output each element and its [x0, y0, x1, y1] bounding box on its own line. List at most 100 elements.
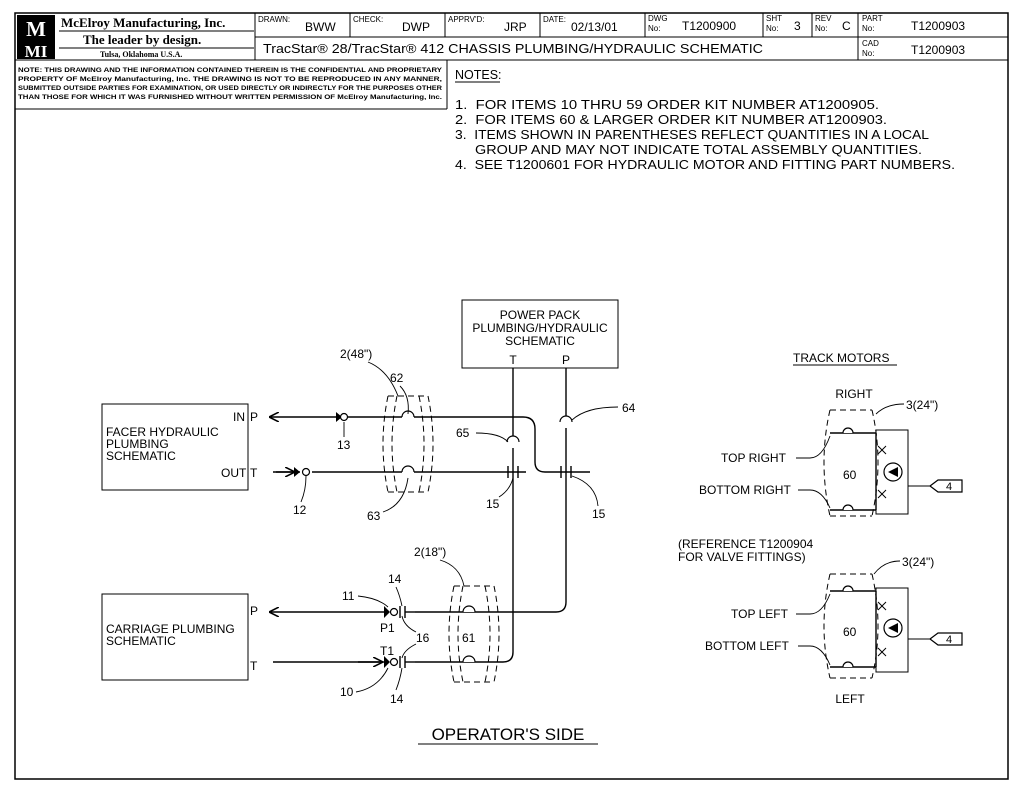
carriage-p-label: P [250, 604, 258, 618]
tank-return-line [415, 368, 514, 663]
check-value: DWP [402, 20, 430, 34]
ref-flag-4b-label: 4 [946, 634, 952, 646]
carriage-label-1: CARRIAGE PLUMBING [106, 622, 235, 636]
top-left-label: TOP LEFT [731, 607, 789, 621]
operators-side-caption: OPERATOR'S SIDE [432, 725, 585, 744]
cad-label-1: CAD [862, 39, 879, 48]
callout-14b: 14 [390, 692, 404, 706]
note-line-3: 3. ITEMS SHOWN IN PARENTHESES REFLECT QU… [455, 128, 929, 142]
bottom-left-label: BOTTOM LEFT [705, 639, 789, 653]
left-label: LEFT [835, 692, 865, 706]
power-pack-label-3: SCHEMATIC [505, 334, 575, 348]
facer-out-label: OUT [221, 466, 247, 480]
callout-60a: 60 [843, 468, 857, 482]
facer-in-label: IN [233, 410, 245, 424]
power-pack-box: POWER PACK PLUMBING/HYDRAULIC SCHEMATIC … [461, 299, 619, 369]
callout-16: 16 [416, 631, 430, 645]
power-pack-port-t: T [509, 353, 517, 367]
callout-12: 12 [293, 503, 307, 517]
callout-64: 64 [622, 401, 636, 415]
part-label-1: PART [862, 14, 883, 23]
drawing-title: TracStar® 28/TracStar® 412 CHASSIS PLUMB… [263, 42, 763, 56]
right-label: RIGHT [835, 387, 873, 401]
ref-flag-4a-label: 4 [946, 481, 952, 493]
check-label: CHECK: [353, 15, 383, 24]
callout-63: 63 [367, 509, 381, 523]
callouts-left: 2(48") 62 13 12 63 65 64 15 15 2(18") 14… [293, 347, 636, 706]
coupler-13-icon [336, 412, 349, 422]
registered-mark: ® [19, 51, 25, 60]
union-ticks [399, 466, 572, 668]
hose-crossovers [401, 410, 573, 663]
part-label-2: No: [862, 24, 874, 33]
note-line-1: 1. FOR ITEMS 10 THRU 59 ORDER KIT NUMBER… [455, 98, 879, 112]
date-value: 02/13/01 [571, 20, 618, 34]
rev-value: C [842, 19, 851, 33]
sheet-border [14, 12, 1009, 780]
callout-65: 65 [456, 426, 470, 440]
sht-label-1: SHT [766, 14, 782, 23]
drawn-value: BWW [305, 20, 336, 34]
cad-label-2: No: [862, 49, 874, 58]
drawn-label: DRAWN: [258, 15, 290, 24]
coupler-11-icon [384, 606, 399, 618]
right-motor-group: 4 60 [823, 409, 963, 517]
dwg-value: T1200900 [682, 19, 736, 33]
note-line-2: 2. FOR ITEMS 60 & LARGER ORDER KIT NUMBE… [455, 113, 887, 127]
apprvd-label: APPRV'D: [448, 15, 485, 24]
reference-line-2: FOR VALVE FITTINGS) [678, 550, 806, 564]
sht-label-2: No: [766, 24, 778, 33]
confidential-line-4: THAN THOSE FOR WHICH IT WAS FURNISHED WI… [18, 94, 442, 101]
power-pack-label-1: POWER PACK [500, 308, 580, 322]
carriage-label-2: SCHEMATIC [106, 634, 176, 648]
callout-13: 13 [337, 438, 351, 452]
note-line-5: 4. SEE T1200601 FOR HYDRAULIC MOTOR AND … [455, 158, 955, 172]
dwg-label-2: No: [648, 24, 660, 33]
top-right-label: TOP RIGHT [721, 451, 787, 465]
callout-61: 61 [462, 631, 476, 645]
callout-qty-24b: 3(24") [902, 555, 934, 569]
rev-label-1: REV [815, 14, 832, 23]
callout-11: 11 [342, 589, 355, 603]
confidential-line-2: PROPERTY OF McElroy Manufacturing, Inc. … [18, 76, 442, 83]
callout-t1: T1 [380, 644, 394, 658]
hose-bundle-18 [448, 585, 500, 683]
reference-line-1: (REFERENCE T1200904 [678, 537, 813, 551]
sht-value: 3 [794, 19, 801, 33]
rev-label-2: No: [815, 24, 827, 33]
carriage-schematic-box: CARRIAGE PLUMBING SCHEMATIC P T [101, 593, 258, 681]
facer-label-3: SCHEMATIC [106, 449, 176, 463]
power-pack-port-p: P [562, 353, 570, 367]
callout-qty-18: 2(18") [414, 545, 446, 559]
callout-15a: 15 [486, 497, 500, 511]
callout-60b: 60 [843, 625, 857, 639]
company-tagline: The leader by design. [83, 32, 201, 47]
coupler-12-icon [276, 467, 311, 477]
callout-14a: 14 [388, 572, 402, 586]
notes: NOTES: 1. FOR ITEMS 10 THRU 59 ORDER KIT… [455, 68, 955, 172]
date-label: DATE: [543, 15, 566, 24]
ref-flag-4b [929, 632, 963, 646]
cad-value: T1200903 [911, 43, 965, 57]
dwg-label-1: DWG [648, 14, 668, 23]
right-motor-housing [875, 429, 909, 515]
callout-15b: 15 [592, 507, 606, 521]
track-motors-section: TRACK MOTORS RIGHT 3(24") [793, 351, 938, 415]
apprvd-value: JRP [504, 20, 527, 34]
facer-schematic-box: FACER HYDRAULIC PLUMBING SCHEMATIC IN P … [101, 403, 258, 491]
confidential-line-3: SUBMITTED OUTSIDE PARTIES FOR EXAMINATIO… [18, 85, 442, 92]
carriage-t-label: T [250, 659, 258, 673]
hose-bundle-48 [382, 395, 434, 493]
callout-62: 62 [390, 371, 404, 385]
left-motor-group: 4 60 [823, 573, 963, 679]
company-location: Tulsa, Oklahoma U.S.A. [100, 50, 182, 59]
callout-qty-48: 2(48") [340, 347, 372, 361]
check-valve-icons [276, 412, 399, 668]
title-block: M MI McElroy Manufacturing, Inc. The lea… [14, 12, 1009, 780]
facer-pressure-line [270, 417, 590, 473]
notes-heading: NOTES: [455, 68, 502, 82]
left-motor-housing [875, 587, 909, 673]
svg-text:MI: MI [25, 42, 48, 61]
company-name: McElroy Manufacturing, Inc. [61, 15, 225, 30]
